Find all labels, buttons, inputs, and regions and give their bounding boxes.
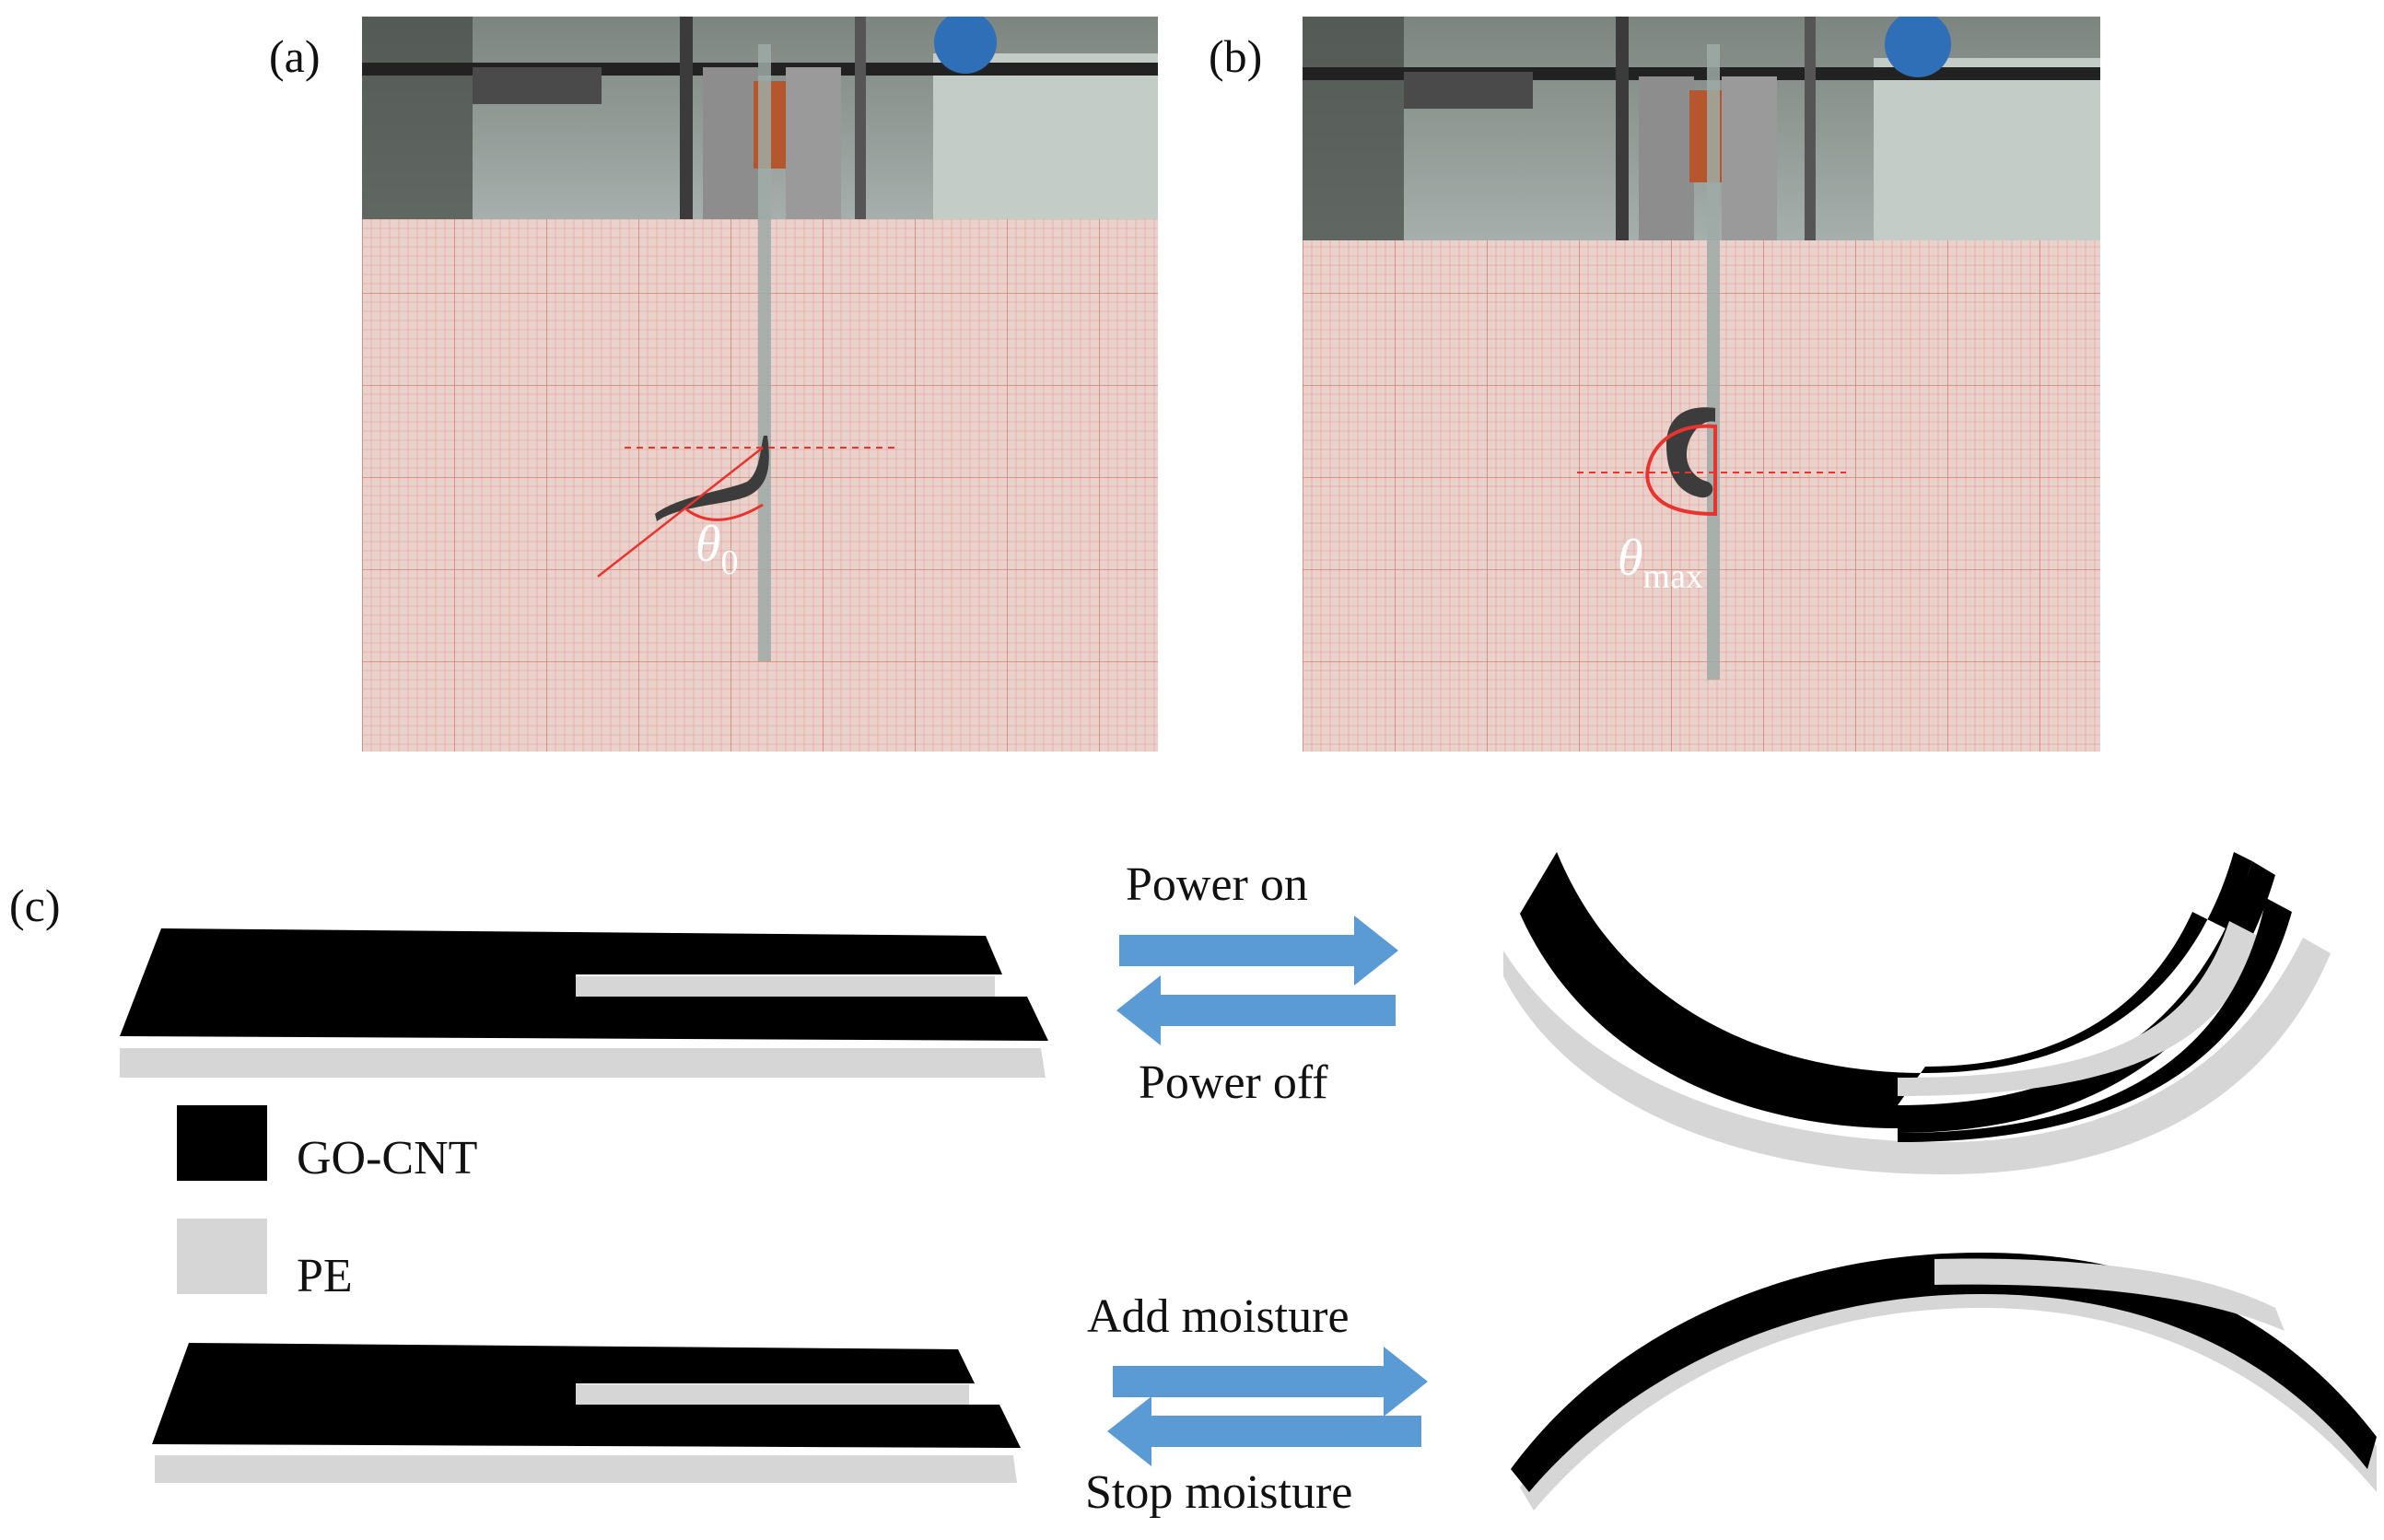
legend-label-pe: PE [297,1250,353,1302]
angle-theta-max: θmax [1618,530,1703,596]
flat-actuator-electric [120,928,1048,1078]
arrow-add-moisture [1113,1347,1428,1417]
flat-actuator-moisture [152,1343,1021,1483]
arrow-stop-moisture [1107,1396,1421,1466]
panel-label-b: (b) [1209,30,1263,82]
angle-theta-0: θ0 [695,516,739,582]
caption-power-on: Power on [1126,858,1308,911]
legend-swatch-pe [177,1219,267,1294]
bent-actuator-electric [1503,852,2331,1174]
caption-power-off: Power off [1139,1056,1328,1109]
photo-panel-b: θmax [1303,17,2100,752]
legend-swatch-go-cnt [177,1105,267,1181]
arrow-power-off [1116,975,1396,1045]
caption-stop-moisture: Stop moisture [1085,1466,1353,1519]
bent-actuator-moisture [1511,1253,2377,1511]
panel-label-a: (a) [269,30,321,82]
photo-panel-a: θ0 [362,17,1158,752]
panel-label-c: (c) [9,880,61,931]
arrow-power-on [1119,916,1398,986]
legend-label-go-cnt: GO-CNT [297,1132,478,1184]
caption-add-moisture: Add moisture [1087,1290,1350,1343]
